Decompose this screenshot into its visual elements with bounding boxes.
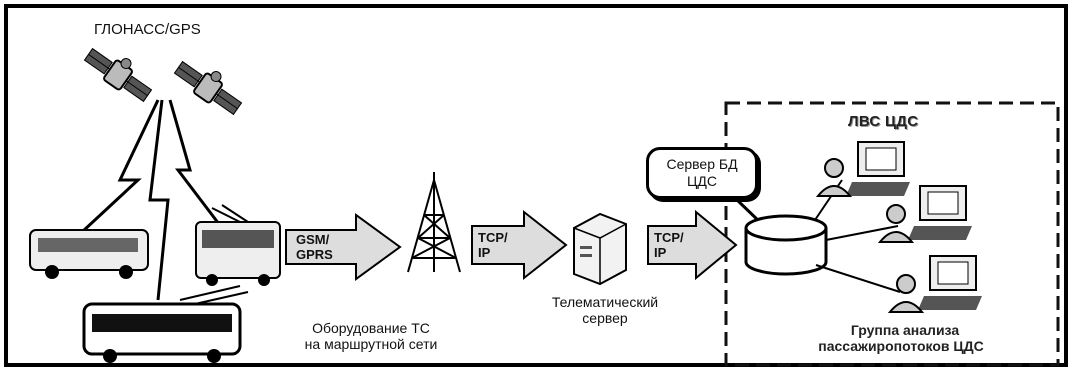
arrow-2-label-line1: TCP/ (478, 230, 508, 245)
server-caption-line2: сервер (582, 310, 628, 326)
trolleybus-icon (82, 285, 249, 363)
satellite-icon-right (173, 60, 243, 116)
bus-icon (29, 229, 149, 279)
satellite-icon-left (83, 47, 153, 103)
server-caption-line1: Телематический (551, 294, 659, 310)
database-icon (744, 214, 828, 276)
vehicles-caption-line1: Оборудование ТС (312, 320, 430, 336)
radio-tower-icon (407, 172, 461, 273)
db-server-callout: Сервер БД ЦДС (646, 147, 758, 199)
db-server-label-line2: ЦДС (687, 173, 717, 189)
arrow-1-label-line1: GSM/ (296, 232, 330, 247)
user-workstation-icon-2 (877, 185, 972, 243)
tram-icon (195, 204, 281, 286)
arrow-2-label-line2: IP (478, 245, 491, 260)
tcp-ip-arrow-1 (471, 209, 568, 281)
satellite-link-lines (80, 99, 224, 301)
vehicles-caption-line2: на маршрутной сети (304, 336, 438, 352)
arrow-3-label-line2: IP (654, 245, 667, 260)
lan-title: ЛВС ЦДС (848, 113, 919, 130)
satellite-label: ГЛОНАСС/GPS (94, 21, 201, 38)
group-caption-line2: пассажиропотоков ЦДС (818, 338, 984, 354)
arrow-3-label-line1: TCP/ (654, 230, 684, 245)
group-caption-line1: Группа анализа (850, 322, 960, 338)
db-server-label-line1: Сервер БД (666, 156, 738, 172)
gsm-arrow (285, 213, 402, 281)
telematic-server-icon (573, 212, 627, 286)
user-workstation-icon-3 (887, 255, 982, 313)
tcp-ip-arrow-2 (647, 209, 738, 281)
lan-boundary (724, 101, 1060, 367)
user-workstation-icon-1 (815, 141, 910, 197)
arrow-1-label-line2: GPRS (296, 247, 333, 262)
